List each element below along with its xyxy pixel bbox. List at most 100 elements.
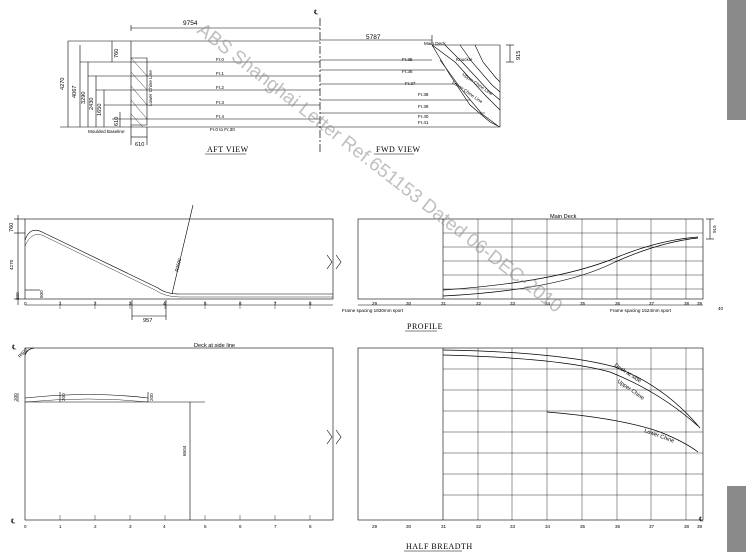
fwd-frame-label-35: Fr.35 [402, 57, 413, 62]
scrollbar-strip-top [727, 0, 746, 120]
hb-aft-frame-4: 4 [163, 524, 166, 529]
profile-dim-4270: 4270 [9, 259, 14, 270]
lower-chine-line-label: Lower Chine Line [148, 70, 153, 106]
moulded-baseline-label: Moulded Baseline [88, 129, 125, 134]
profile-aft-frame-1: 1 [59, 301, 62, 306]
half-breadth-title: HALF BREADTH [406, 542, 473, 551]
half-breadth-aft-ticks [59, 515, 311, 520]
dim-610-bottom: 610 [135, 142, 144, 148]
fwd-frame-label-38: Fr.38 [418, 92, 429, 97]
profile-view [14, 204, 714, 320]
hb-fwd-frame-37: 37 [649, 524, 655, 529]
scrollbar-strip-bottom [727, 486, 746, 552]
frame-label-fr2: Fr.2 [216, 85, 224, 90]
hb-aft-frame-2: 2 [94, 524, 97, 529]
fwd-frame-label-39: Fr.39 [418, 104, 429, 109]
profile-fwd-frame-30: 30 [406, 301, 412, 306]
profile-fwd-frame-36: 36 [615, 301, 621, 306]
deck-at-side-line-label: Deck at side line [194, 343, 235, 349]
fwd-frame-label-36: Fr.36 [402, 69, 413, 74]
aft-view-title: AFT VIEW [207, 145, 249, 154]
hb-fwd-frame-29: 29 [372, 524, 378, 529]
hb-fwd-frame-30: 30 [406, 524, 412, 529]
profile-fwd-frame-29: 29 [372, 301, 378, 306]
hb-fwd-frame-labels: 29 30 31 32 33 34 35 36 37 38 39 [372, 524, 703, 529]
profile-aft-frame-labels: 0 1 2 3 4 5 6 7 8 [24, 301, 312, 306]
hb-aft-frame-3: 3 [129, 524, 132, 529]
half-breadth-fwd-grid [442, 348, 703, 520]
fwd-half-breadth-dim: 5787 [366, 34, 381, 41]
profile-fwd-frame-labels: 29 30 31 32 33 34 35 36 37 38 39 40 [372, 301, 724, 311]
dim-4067: 4067 [72, 86, 78, 98]
profile-main-deck: Main Deck [550, 214, 577, 220]
hb-dim-mid: 200 [61, 393, 66, 401]
profile-aft-frame-6: 6 [239, 301, 242, 306]
hb-dim-left: 200 [13, 393, 18, 401]
centerline-symbol-hb-bottom: ℄ [10, 518, 16, 525]
hb-aft-frame-7: 7 [274, 524, 277, 529]
profile-fwd-frame-35: 35 [580, 301, 586, 306]
hb-aft-frame-5: 5 [204, 524, 207, 529]
profile-aft-frame-5: 5 [204, 301, 207, 306]
profile-fwd-frame-32: 32 [476, 301, 482, 306]
fwd-frame-label-40: Fr.40 [418, 114, 429, 119]
profile-aft-frame-3: 3 [129, 301, 132, 306]
centerline-symbol-hb-top: ℄ [11, 344, 17, 351]
profile-aft-frame-0: 0 [24, 301, 27, 306]
dim-1650: 1650 [97, 104, 103, 116]
hb-fwd-frame-34: 34 [545, 524, 551, 529]
hb-fwd-frame-33: 33 [510, 524, 516, 529]
hb-aft-frame-labels: 0 1 2 3 4 5 6 7 8 [24, 524, 312, 529]
frame-label-fr1: Fr.1 [216, 71, 224, 76]
profile-radius: R2500 [174, 257, 182, 272]
centerline-symbol-top: ℄ [313, 9, 319, 16]
hb-aft-frame-8: 8 [309, 524, 312, 529]
hb-fwd-frame-31: 31 [441, 524, 447, 529]
profile-dim-915: 915 [712, 225, 717, 233]
hb-dim-6504: 6504 [182, 445, 187, 456]
hb-radius: R500 [17, 347, 29, 359]
dim-3290: 3290 [81, 92, 87, 104]
approval-watermark: ABS Shanghai Letter Ref.651153 Dated 06-… [193, 19, 566, 317]
hb-fwd-frame-32: 32 [476, 524, 482, 529]
dim-4270: 4270 [60, 78, 66, 90]
profile-fwd-frame-40: 40 [718, 306, 724, 311]
fwd-frame-label-37: Fr.37 [405, 81, 416, 86]
profile-fwd-grid [442, 219, 703, 299]
frame-label-fr4: Fr.4 [216, 114, 224, 119]
dim-760: 760 [114, 49, 120, 58]
profile-dim-957: 957 [143, 318, 152, 324]
profile-dim-760: 760 [9, 223, 15, 232]
fwd-view [320, 35, 514, 128]
knuckle-label: Knuckle [456, 57, 473, 62]
profile-fwd-frame-34: 34 [545, 301, 551, 306]
hb-fwd-frame-38: 38 [684, 524, 690, 529]
dim-610-vert: 610 [114, 117, 120, 126]
hb-aft-frame-6: 6 [239, 524, 242, 529]
hb-fwd-frame-35: 35 [580, 524, 586, 529]
aft-half-breadth-dim: 9754 [183, 20, 198, 27]
fwd-view-title: FWD VIEW [376, 145, 421, 154]
profile-dim-500: 500 [39, 290, 44, 298]
profile-fwd-frame-37: 37 [649, 301, 655, 306]
dim-2430: 2430 [89, 98, 95, 110]
profile-aft-spacing: Frame spacing 1830mm sport [342, 308, 404, 313]
fwd-dim-915: 915 [516, 51, 522, 60]
profile-fwd-frame-33: 33 [510, 301, 516, 306]
half-breadth-view [17, 347, 704, 521]
hb-dim-right: 200 [149, 393, 154, 401]
hb-fwd-frame-36: 36 [615, 524, 621, 529]
centerline-symbol-hb-right: ℄ [698, 516, 704, 523]
profile-fwd-frame-38: 38 [684, 301, 690, 306]
aft-view [60, 25, 320, 145]
frame-label-fr3: Fr.3 [216, 100, 224, 105]
profile-aft-frame-4: 4 [163, 301, 166, 306]
profile-fwd-spacing: Frame spacing 1524mm sport [610, 308, 672, 313]
profile-fwd-frame-39: 39 [697, 301, 703, 306]
hb-lower-chine-label: Lower Chine [643, 428, 675, 444]
profile-aft-frame-2: 2 [94, 301, 97, 306]
profile-dim-300: 300 [15, 292, 20, 300]
hb-aft-frame-0: 0 [24, 524, 27, 529]
profile-aft-ticks [59, 301, 311, 309]
